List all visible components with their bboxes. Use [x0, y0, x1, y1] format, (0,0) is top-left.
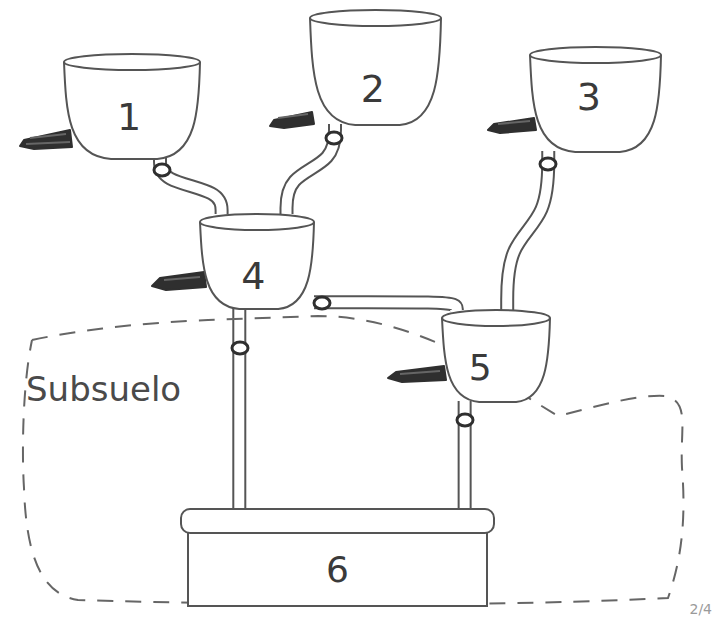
pipe-wall — [507, 151, 548, 310]
tank-number: 4 — [241, 256, 265, 298]
tank-number: 3 — [577, 77, 601, 119]
tank-number: 1 — [117, 97, 141, 139]
tank-body — [310, 18, 441, 125]
tap-scribble — [498, 121, 530, 124]
tank-rim — [530, 47, 661, 63]
valve — [314, 297, 330, 309]
tank-rim — [64, 54, 200, 70]
text-holder: 4 — [241, 256, 265, 298]
valve — [154, 164, 170, 176]
valve — [326, 132, 342, 144]
water-tank: 5 — [440, 308, 552, 403]
tap — [270, 112, 314, 128]
water-tank: 4 — [198, 212, 316, 310]
water-tank: 1 — [62, 52, 202, 160]
tap-scribble — [164, 277, 200, 280]
tap-scribble — [400, 371, 440, 374]
valve — [232, 342, 248, 354]
pipe-bore — [507, 151, 548, 310]
tank-body — [64, 62, 200, 159]
text-holder: 3 — [577, 77, 601, 119]
tap — [20, 130, 72, 149]
page-number: 2/4 — [689, 601, 712, 617]
tank-rim — [310, 10, 441, 26]
pipe-wall — [232, 308, 246, 510]
tank-number: 2 — [361, 69, 385, 111]
tap — [152, 272, 206, 290]
basin-rim — [181, 509, 494, 533]
water-tank: 2 — [308, 8, 443, 126]
basin-tank: 6 — [180, 508, 495, 608]
text-holder: 6 — [326, 550, 349, 590]
tap-scribble — [278, 114, 308, 118]
text-holder: 5 — [469, 348, 492, 388]
tank-outline — [440, 308, 552, 403]
text-holder: 2 — [361, 69, 385, 111]
tap — [388, 366, 446, 382]
pipe-bore — [234, 308, 244, 510]
subsoil-region: Subsuelo 6 — [18, 298, 688, 608]
basin-body — [188, 530, 487, 606]
valve — [540, 158, 556, 170]
tap — [488, 118, 536, 133]
text-holder: 1 — [117, 97, 141, 139]
tank-number: 6 — [326, 550, 349, 590]
pipe-wall — [314, 302, 457, 310]
tank-rim — [200, 214, 314, 230]
tank-number: 5 — [469, 348, 492, 388]
pipe-bore — [314, 302, 457, 310]
tank-body — [200, 222, 314, 309]
tap-scribble — [26, 134, 70, 144]
text-holder: Subsuelo — [26, 371, 181, 408]
region-label: Subsuelo — [26, 371, 181, 408]
pipe — [314, 302, 457, 310]
tank-body — [530, 55, 661, 152]
pipe — [239, 308, 240, 510]
valve — [457, 414, 473, 426]
tank-rim — [442, 310, 550, 326]
tank-body — [442, 318, 550, 402]
water-tank: 3 — [528, 45, 663, 153]
pipe — [507, 151, 548, 310]
